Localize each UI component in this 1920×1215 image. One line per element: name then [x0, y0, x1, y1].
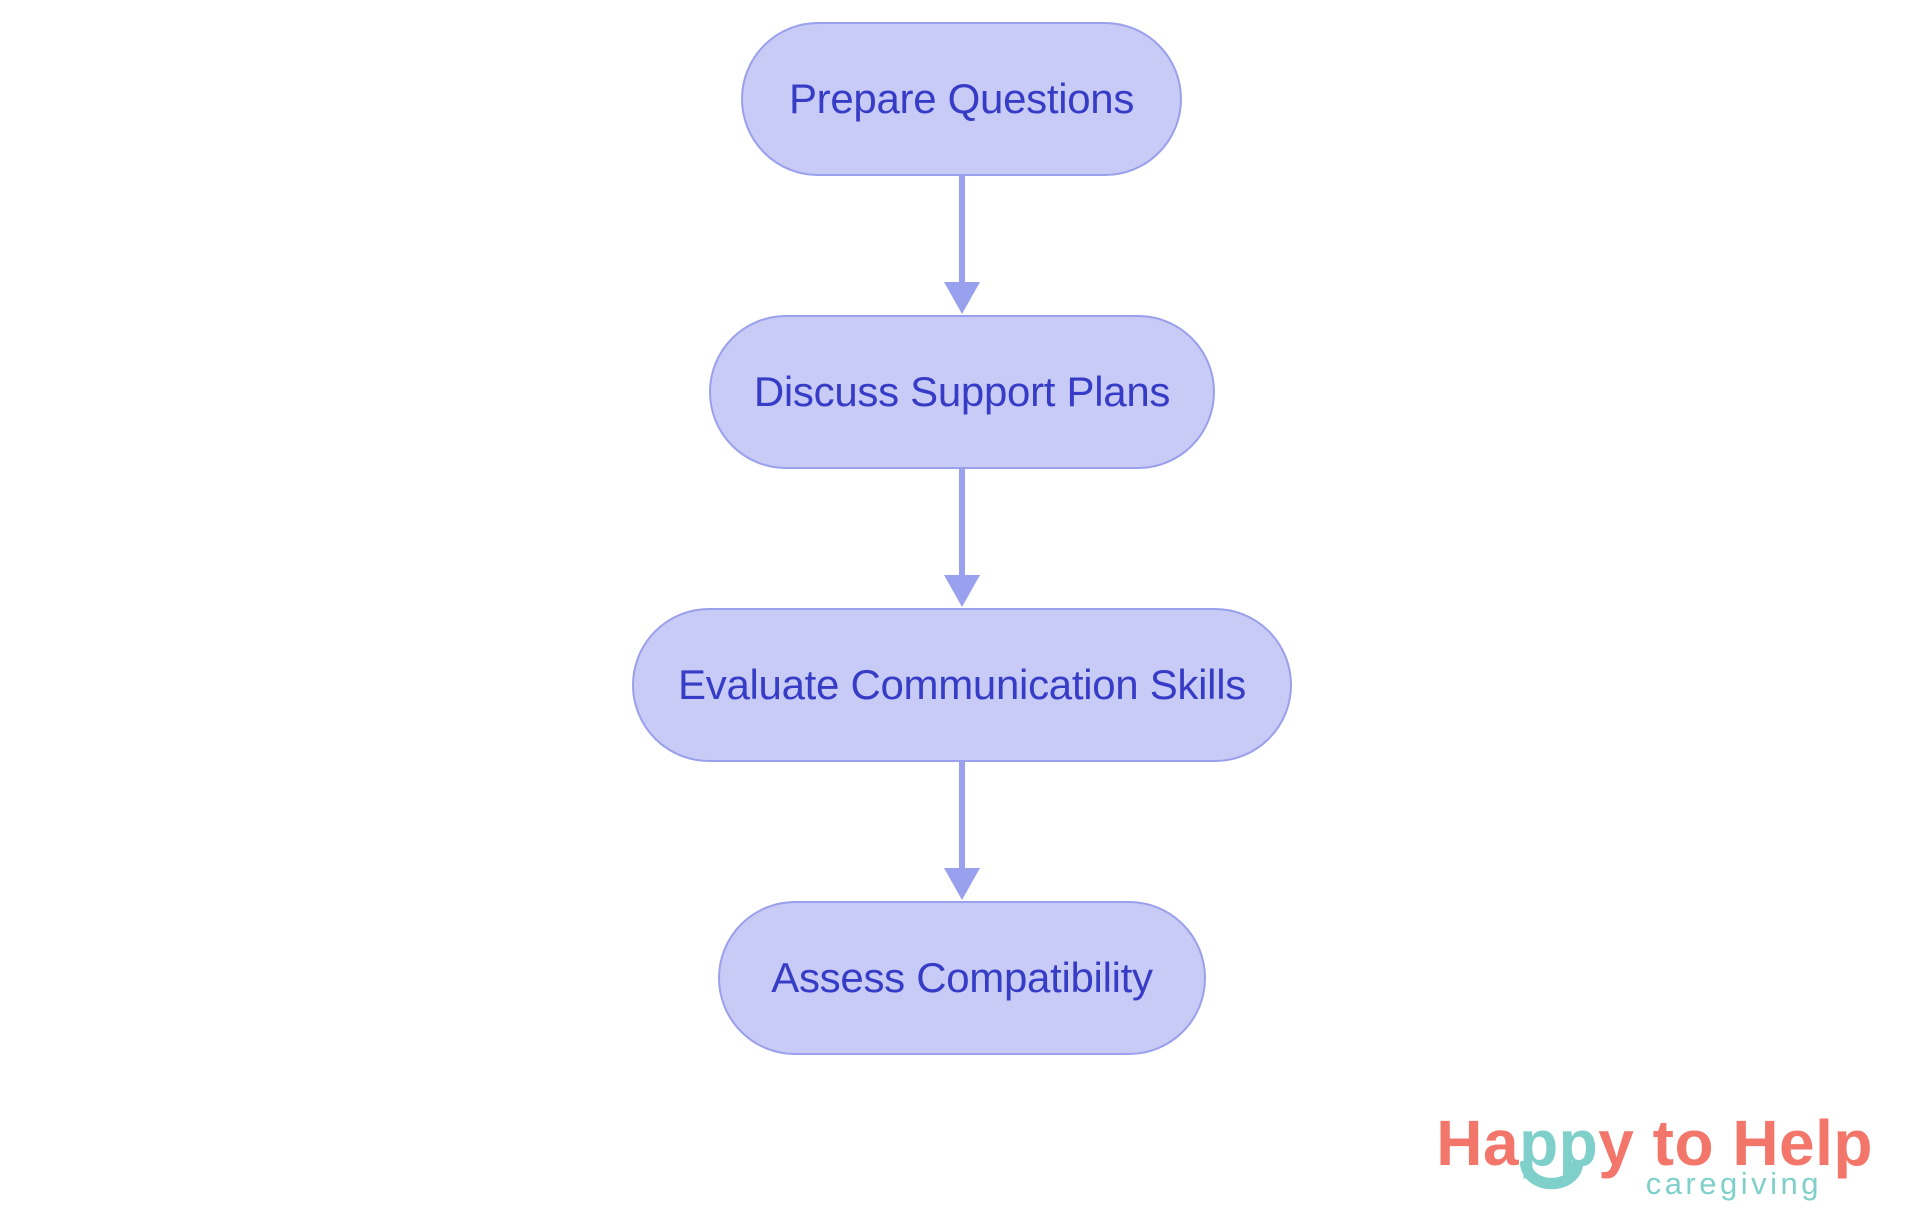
flow-node-label: Assess Compatibility: [771, 954, 1153, 1001]
arrow-shaft: [959, 762, 965, 870]
flow-node-discuss-support-plans: Discuss Support Plans: [709, 315, 1215, 469]
arrow-shaft: [959, 469, 965, 577]
flow-node-label: Prepare Questions: [788, 75, 1135, 122]
flow-node-prepare-questions: Prepare Questions: [741, 22, 1182, 176]
arrow-head-icon: [944, 868, 980, 900]
flow-node-label: Evaluate Communication Skills: [678, 661, 1246, 708]
down-arrow-connector-2: [944, 469, 980, 607]
arrow-shaft: [959, 176, 965, 284]
brand-wordmark-segment-ha: Ha: [1436, 1107, 1520, 1179]
flow-node-label: Discuss Support Plans: [753, 368, 1171, 415]
down-arrow-connector-3: [944, 762, 980, 900]
down-arrow-connector-1: [944, 176, 980, 314]
brand-tagline: caregiving: [1645, 1166, 1822, 1201]
arrow-head-icon: [944, 282, 980, 314]
brand-wordmark-segment-pp: pp: [1519, 1111, 1598, 1190]
smile-icon: [1520, 1160, 1584, 1190]
brand-wordmark-segment-y-to-help: y to Help: [1598, 1107, 1873, 1179]
brand-wordmark-pp-text: pp: [1519, 1107, 1599, 1179]
flow-node-assess-compatibility: Assess Compatibility: [718, 901, 1206, 1055]
flow-node-evaluate-communication-skills: Evaluate Communication Skills: [632, 608, 1292, 762]
arrow-head-icon: [944, 575, 980, 607]
